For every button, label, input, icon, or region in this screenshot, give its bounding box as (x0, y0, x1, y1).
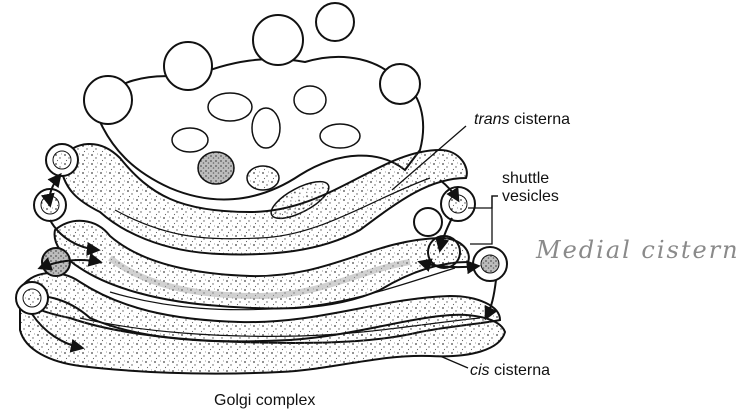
trans-italic-text: trans (474, 111, 510, 128)
budding-vesicle (253, 15, 303, 65)
cis-italic-text: cis (470, 362, 490, 379)
trans-rest-text: cisterna (510, 111, 570, 128)
handwritten-medial-cisterna-note: Medial cisterna (536, 236, 740, 264)
shuttle-line-2: vesicles (502, 188, 559, 206)
shuttle-vesicles-label: shuttle vesicles (502, 170, 559, 207)
cis-rest-text: cisterna (490, 362, 550, 379)
budding-vesicle (316, 3, 354, 41)
budding-vesicle (84, 76, 132, 124)
trans-cisterna-label: trans cisterna (474, 111, 570, 129)
figure-caption: Golgi complex (214, 392, 315, 410)
budding-vesicle (380, 64, 420, 104)
shuttle-line-1: shuttle (502, 170, 559, 188)
budding-vesicle (164, 42, 212, 90)
cis-cisterna-label: cis cisterna (470, 362, 550, 380)
